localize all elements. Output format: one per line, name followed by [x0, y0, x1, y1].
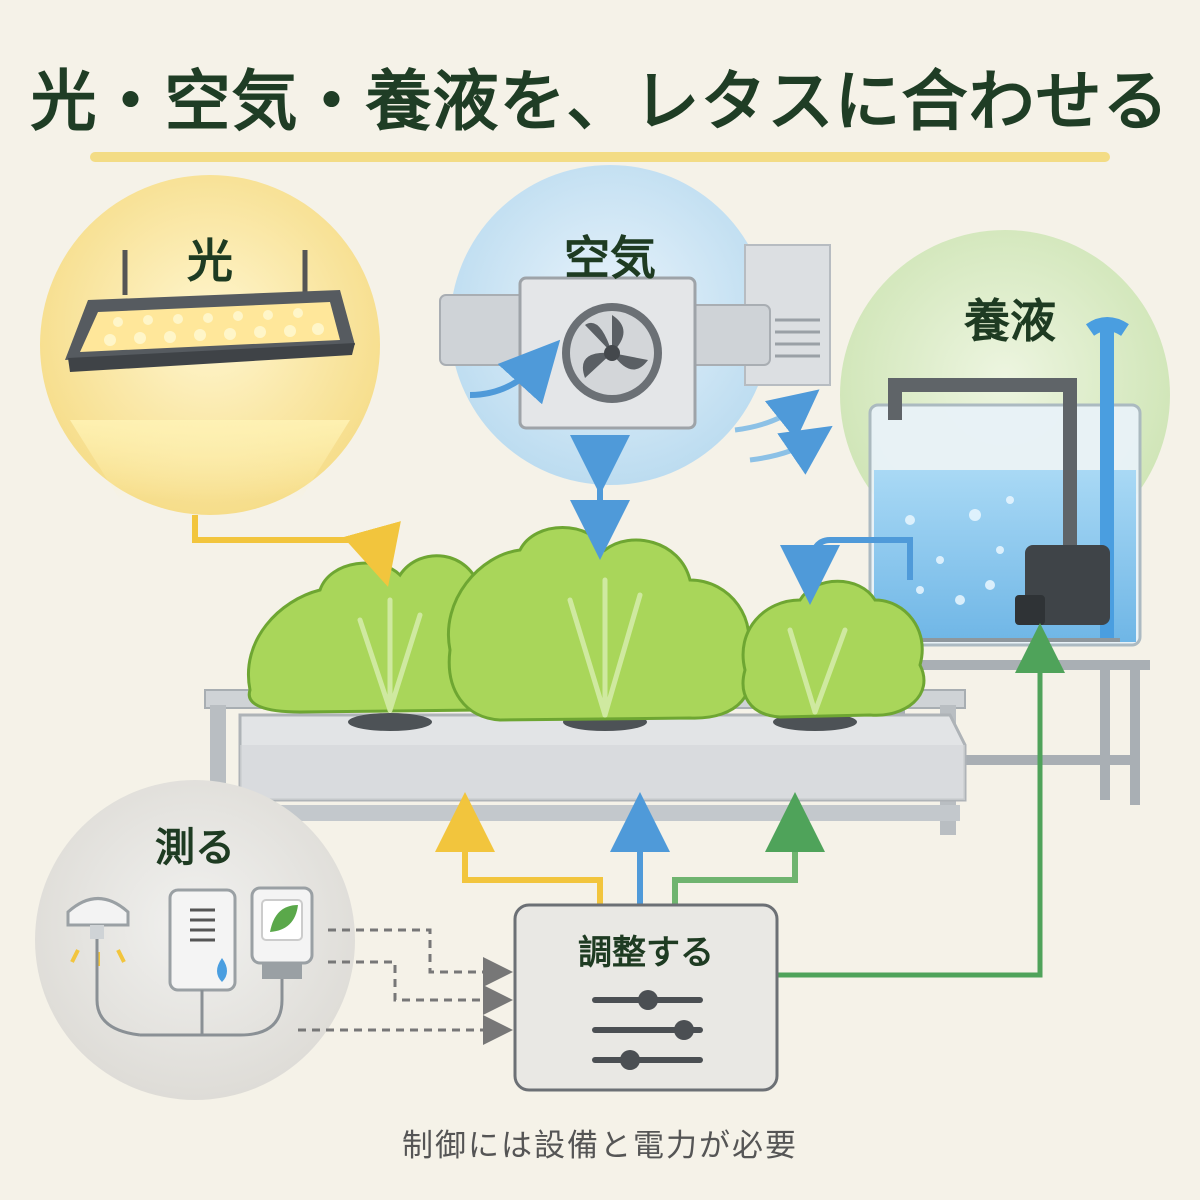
ventilation-fan-icon	[518, 276, 697, 430]
plant-sensor-icon	[140, 886, 314, 1037]
measure-label: 測る	[155, 825, 235, 871]
title-underline	[90, 152, 1110, 162]
nutrient-panel	[840, 230, 1170, 647]
controller-box	[513, 903, 779, 1092]
adjust-nutrient-arrow	[672, 792, 825, 905]
measure-panel	[35, 780, 355, 1100]
sensor-data-arrow-2	[328, 960, 513, 1015]
adjust-label: 調整する	[578, 933, 714, 973]
caption: 制御には設備と電力が必要	[402, 1128, 798, 1164]
water-sensor-icon	[168, 888, 237, 1035]
light-panel	[40, 175, 380, 515]
adjust-to-tank-arrow	[778, 623, 1065, 978]
light-to-lettuce-arrow	[192, 515, 401, 587]
lettuce-icon	[247, 526, 926, 722]
air-panel	[439, 165, 833, 485]
light-label: 光	[187, 234, 233, 288]
tank-to-bed-arrow	[780, 537, 913, 605]
nutrient-label: 養液	[964, 294, 1056, 348]
light-sensor-icon	[66, 897, 141, 1037]
air-label: 空気	[564, 231, 656, 285]
sliders-icon	[592, 990, 703, 1070]
water-pump-icon	[1015, 545, 1110, 625]
adjust-light-arrow	[435, 792, 603, 905]
page-title: 光・空気・養液を、レタスに合わせる	[30, 63, 1170, 140]
led-grow-light-icon	[65, 290, 355, 372]
